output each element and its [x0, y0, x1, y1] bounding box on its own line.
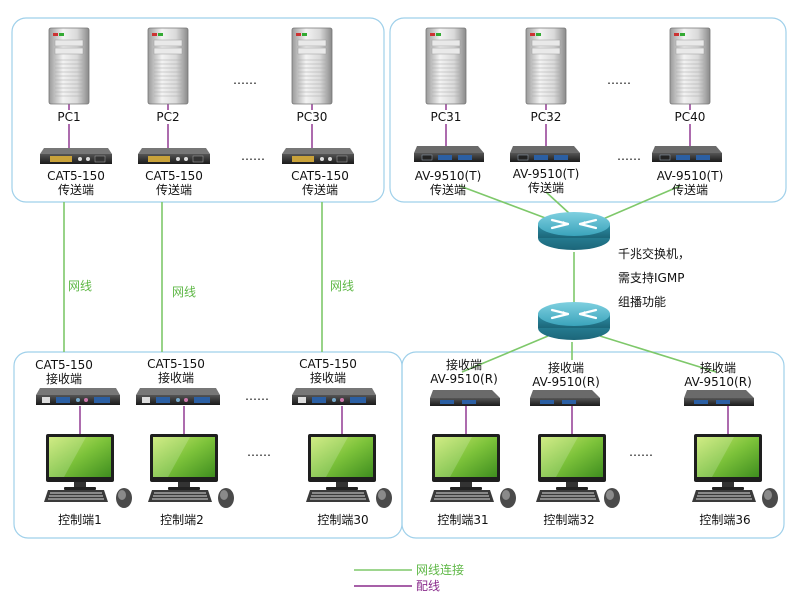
pc-label: PC30	[296, 110, 328, 124]
ellipsis: ……	[629, 445, 653, 459]
keyboard-icon	[430, 490, 494, 502]
receiver-model-label: AV-9510(R)	[684, 375, 752, 389]
monitor-icon	[538, 434, 606, 490]
mouse-icon	[218, 488, 234, 508]
av9510-receiver-box-icon	[430, 390, 500, 406]
pc-tower-icon	[669, 27, 711, 105]
monitor-icon	[308, 434, 376, 490]
cable-label: 网线	[172, 285, 197, 299]
mouse-icon	[116, 488, 132, 508]
cat5-sender-box-icon	[281, 147, 355, 165]
switch-note-line: 千兆交换机，	[618, 247, 691, 261]
sender-role-label: 传送端	[301, 183, 338, 197]
pc-tower-icon	[147, 27, 189, 105]
receiver-model-label: AV-9510(R)	[430, 372, 498, 386]
wiring-lines	[68, 104, 729, 434]
ellipsis: ……	[233, 73, 257, 87]
sender-role-label: 传送端	[57, 183, 94, 197]
av9510-receiver-box-icon	[530, 390, 600, 406]
panel-bottom-right	[401, 351, 785, 539]
cat5-receiver-box-icon	[292, 388, 376, 405]
monitor-icon	[150, 434, 218, 490]
receiver-model-label: CAT5-150	[35, 358, 93, 372]
panel-top-left	[11, 17, 385, 203]
cable-label: 网线	[68, 279, 93, 293]
console-label: 控制端31	[437, 513, 489, 527]
console-label: 控制端2	[160, 513, 204, 527]
ellipsis: ……	[245, 389, 269, 403]
switch-note-line: 需支持IGMP	[618, 271, 685, 285]
receiver-model-label: CAT5-150	[299, 357, 357, 371]
legend-network-label: 网线连接	[416, 563, 465, 577]
switch-note-line: 组播功能	[618, 295, 667, 309]
console-label: 控制端36	[699, 513, 751, 527]
av9510-sender-box-icon	[651, 145, 723, 163]
receiver-role-label: 接收端	[157, 371, 194, 385]
sender-role-label: 传送端	[527, 181, 564, 195]
pc-tower-icon	[48, 27, 90, 105]
gigabit-switch-icon	[536, 300, 612, 342]
keyboard-icon	[692, 490, 756, 502]
av9510-receiver-box-icon	[684, 390, 754, 406]
cat5-sender-box-icon	[137, 147, 211, 165]
receiver-role-label: 接收端	[45, 372, 82, 386]
sender-model-label: AV-9510(T)	[414, 169, 482, 183]
monitor-icon	[694, 434, 762, 490]
sender-role-label: 传送端	[671, 183, 708, 197]
receiver-role-label: 接收端	[547, 361, 584, 375]
pc-tower-icon	[291, 27, 333, 105]
ellipsis: ……	[607, 73, 631, 87]
pc-label: PC31	[430, 110, 462, 124]
keyboard-icon	[148, 490, 212, 502]
cat5-receiver-box-icon	[36, 388, 120, 405]
receiver-model-label: CAT5-150	[147, 357, 205, 371]
av9510-sender-box-icon	[413, 145, 485, 163]
receiver-role-label: 接收端	[699, 361, 736, 375]
mouse-icon	[376, 488, 392, 508]
receiver-model-label: AV-9510(R)	[532, 375, 600, 389]
keyboard-icon	[536, 490, 600, 502]
sender-model-label: CAT5-150	[291, 169, 349, 183]
sender-model-label: AV-9510(T)	[656, 169, 724, 183]
ellipsis: ……	[617, 149, 641, 163]
cable-label: 网线	[330, 279, 355, 293]
sender-model-label: CAT5-150	[47, 169, 105, 183]
network-lines	[63, 185, 717, 373]
mouse-icon	[762, 488, 778, 508]
pc-label: PC40	[674, 110, 706, 124]
console-label: 控制端1	[58, 513, 102, 527]
mouse-icon	[604, 488, 620, 508]
console-label: 控制端32	[543, 513, 595, 527]
sender-role-label: 传送端	[155, 183, 192, 197]
keyboard-icon	[44, 490, 108, 502]
ellipsis: ……	[241, 149, 265, 163]
pc-tower-icon	[525, 27, 567, 105]
gigabit-switch-icon	[536, 210, 612, 252]
console-label: 控制端30	[317, 513, 369, 527]
sender-role-label: 传送端	[429, 183, 466, 197]
av9510-sender-box-icon	[509, 145, 581, 163]
legend-wiring-label: 配线	[416, 579, 441, 593]
sender-model-label: AV-9510(T)	[512, 167, 580, 181]
ellipsis: ……	[247, 445, 271, 459]
keyboard-icon	[306, 490, 370, 502]
receiver-role-label: 接收端	[445, 358, 482, 372]
receiver-role-label: 接收端	[309, 371, 346, 385]
monitor-icon	[46, 434, 114, 490]
pc-label: PC32	[530, 110, 562, 124]
monitor-icon	[432, 434, 500, 490]
pc-label: PC2	[156, 110, 180, 124]
cat5-sender-box-icon	[39, 147, 113, 165]
pc-label: PC1	[57, 110, 81, 124]
sender-model-label: CAT5-150	[145, 169, 203, 183]
cat5-receiver-box-icon	[136, 388, 220, 405]
pc-tower-icon	[425, 27, 467, 105]
mouse-icon	[500, 488, 516, 508]
panel-top-right	[389, 17, 787, 203]
